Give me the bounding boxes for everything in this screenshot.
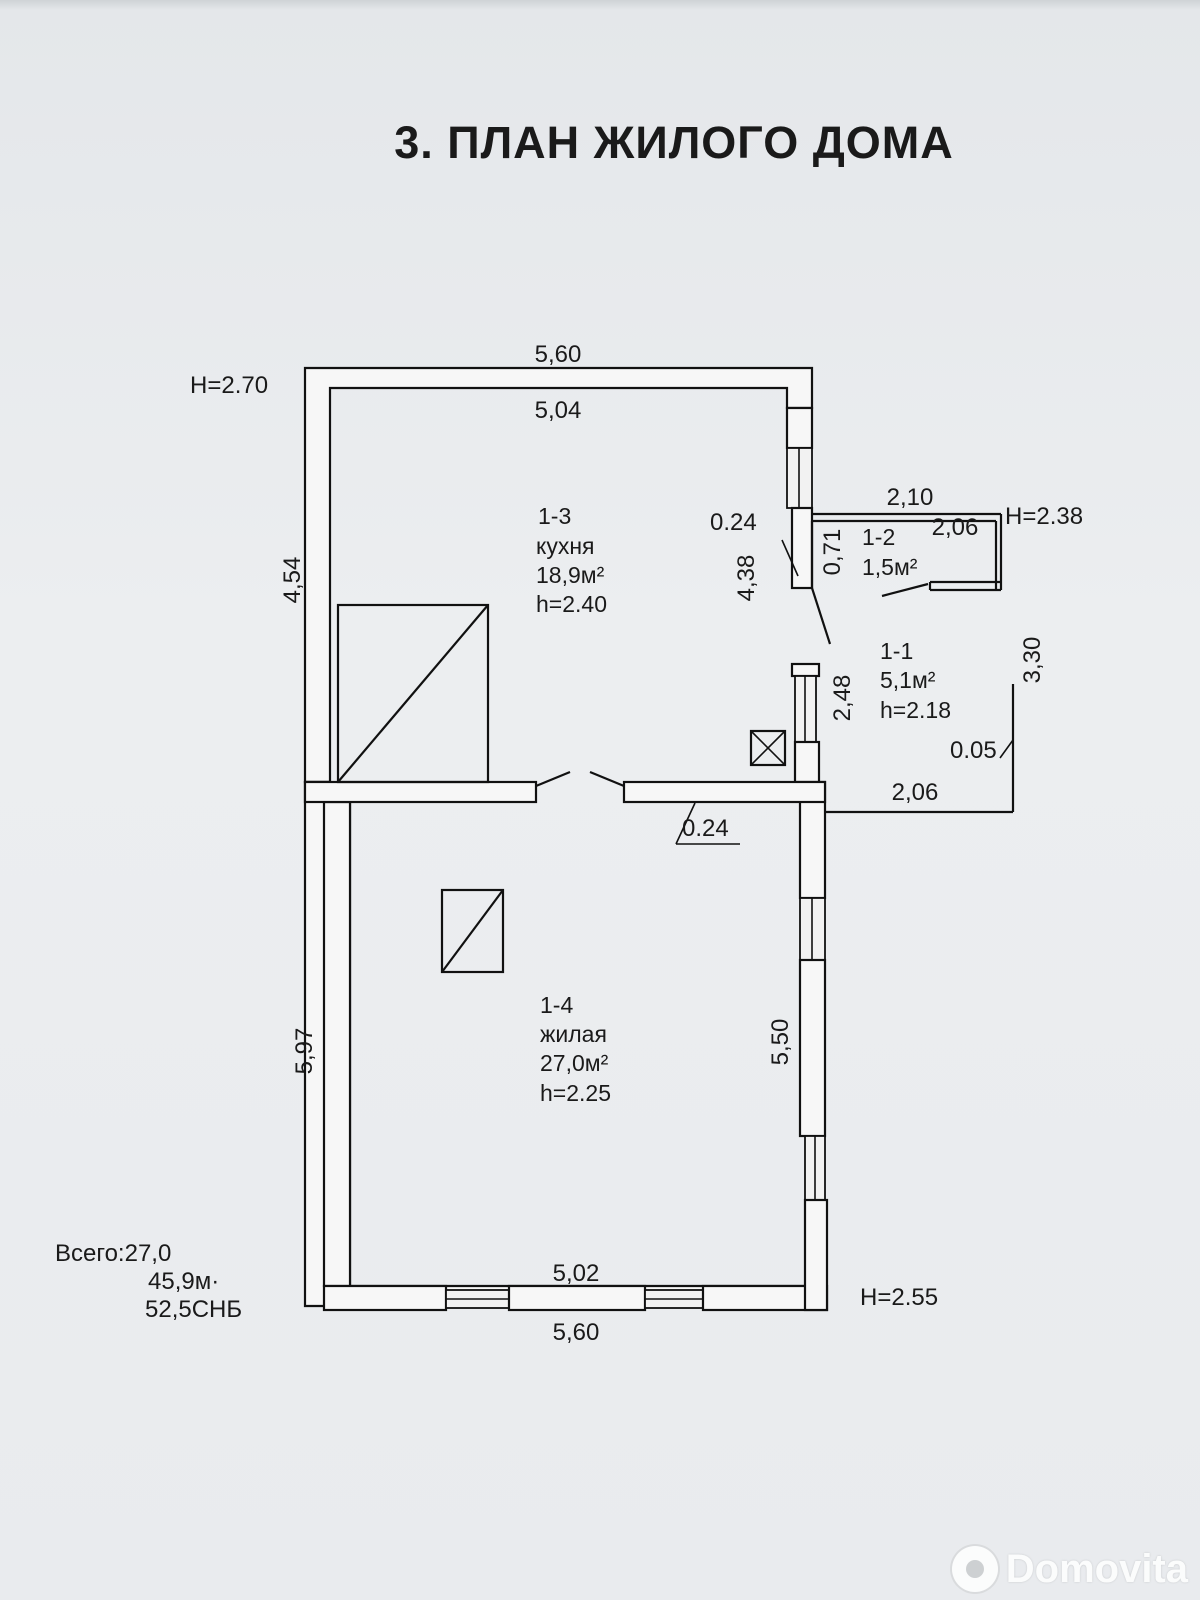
totals-line-3: 52,5СНБ xyxy=(145,1296,242,1323)
living-wall-right-b xyxy=(798,958,827,1138)
kitchen-wall-right-upper xyxy=(785,406,814,450)
room-1-4-id: 1-4 xyxy=(540,992,573,1018)
totals-line-2: 45,9м· xyxy=(148,1268,219,1295)
dim-top-outer: 5,60 xyxy=(535,341,582,368)
height-label-annex: H=2.38 xyxy=(1005,503,1083,530)
dim-annex-inner: 2,06 xyxy=(932,514,979,541)
dim-annex-door: 0,71 xyxy=(819,529,846,576)
heater-outline xyxy=(440,888,505,974)
hall-wall-lower xyxy=(793,740,821,784)
bottom-wall-a xyxy=(322,1284,448,1312)
dim-bottom-inner: 5,02 xyxy=(553,1260,600,1287)
dim-hall-height: 2,48 xyxy=(829,675,856,722)
living-wall-right-c xyxy=(803,1198,829,1312)
room-1-3-id: 1-3 xyxy=(538,503,571,529)
watermark-logo: Domovita xyxy=(951,1546,1188,1592)
vent-box xyxy=(749,729,787,767)
hall-wall-cap xyxy=(790,662,821,678)
dim-left-lower: 5,97 xyxy=(291,1028,318,1075)
room-1-2-id: 1-2 xyxy=(862,524,895,550)
room-1-3-area: 18,9м² xyxy=(536,562,605,588)
dim-bottom-outer: 5,60 xyxy=(553,1319,600,1346)
height-label-main-bottom: H=2.55 xyxy=(860,1284,938,1311)
bottom-wall-b xyxy=(507,1284,647,1312)
kitchen-wall-right-lower xyxy=(790,506,814,590)
dim-hall-gap: 0.05 xyxy=(950,737,997,764)
totals-line-1: Всего:27,0 xyxy=(55,1240,171,1267)
dim-left-upper: 4,54 xyxy=(279,557,306,604)
watermark-icon xyxy=(951,1546,998,1592)
room-1-2-area: 1,5м² xyxy=(862,554,918,580)
dim-living-right: 5,50 xyxy=(767,1019,794,1066)
scan-edge-shadow xyxy=(0,0,1200,10)
room-1-4-name: жилая xyxy=(540,1021,607,1047)
plan-title: 3. ПЛАН ЖИЛОГО ДОМА xyxy=(394,117,954,168)
room-1-4-area: 27,0м² xyxy=(540,1050,609,1076)
room-1-1-area: 5,1м² xyxy=(880,667,936,693)
partition-wall-right xyxy=(622,780,827,804)
partition-wall-left xyxy=(303,780,538,804)
room-1-1-id: 1-1 xyxy=(880,638,913,664)
watermark-text: Domovita xyxy=(1005,1546,1188,1591)
dim-annex-top: 2,10 xyxy=(887,484,934,511)
dim-hall-bottom: 2,06 xyxy=(892,779,939,806)
dim-partition: 0.24 xyxy=(682,815,729,842)
room-1-3-height: h=2.40 xyxy=(536,591,607,617)
room-1-1-height: h=2.18 xyxy=(880,697,951,723)
dim-top-inner: 5,04 xyxy=(535,397,582,424)
room-1-3-name: кухня xyxy=(536,533,594,559)
dim-annex-right: 3,30 xyxy=(1019,637,1046,684)
living-wall-left xyxy=(322,800,352,1288)
room-1-4-height: h=2.25 xyxy=(540,1080,611,1106)
height-label-main-top: H=2.70 xyxy=(190,372,268,399)
dim-kitchen-wall: 0.24 xyxy=(710,509,757,536)
stove-outline xyxy=(336,603,490,784)
dim-kitchen-right: 4,38 xyxy=(733,555,760,602)
